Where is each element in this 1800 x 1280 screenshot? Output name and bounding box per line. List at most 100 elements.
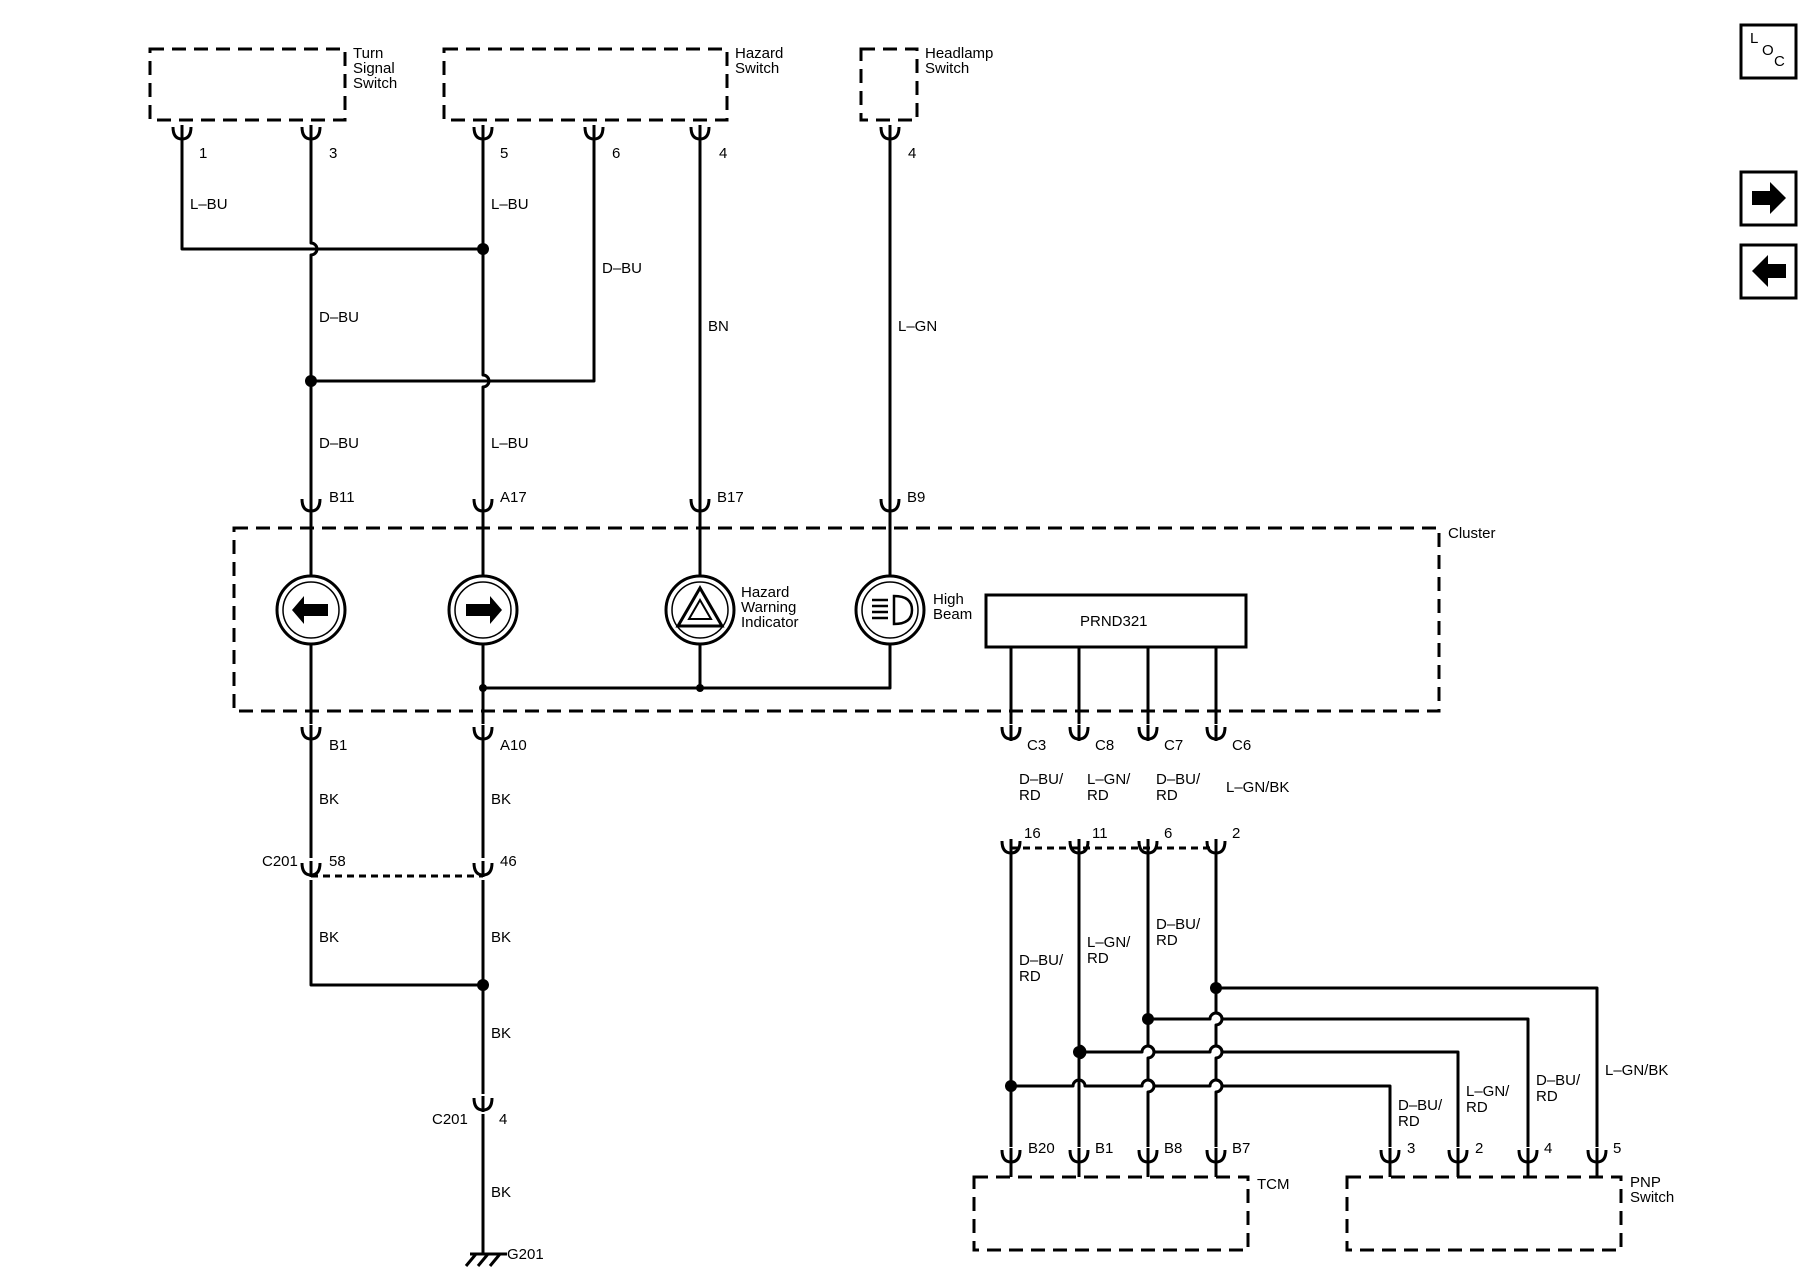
label-line: Indicator (741, 614, 799, 631)
wire-pnp5 (1216, 986, 1599, 1147)
pnp-switch-box (1345, 1175, 1623, 1252)
label-line: Headlamp (925, 45, 993, 62)
pnp-pin-stubs (1388, 1163, 1599, 1177)
left-arrow-icon (292, 596, 328, 624)
wire-int-common-gnd (483, 644, 892, 690)
pin-label: 4 (908, 145, 916, 162)
splice-6 (1142, 1013, 1154, 1025)
wire-color-label: D–BU/RD (1019, 952, 1064, 985)
hazard-triangle-icon (675, 585, 725, 628)
wire-pnp2 (1079, 1044, 1460, 1147)
label-line: High (933, 591, 964, 608)
wire-color-label: L–GN (898, 318, 937, 335)
prnd321-display (984, 593, 1248, 649)
wire-color-label: L–GN/RD (1087, 771, 1131, 804)
pin-label: C8 (1095, 737, 1114, 754)
label-line: RD (1087, 787, 1109, 804)
ground-label: G201 (507, 1246, 544, 1263)
right-turn-indicator (447, 574, 519, 646)
label-line: RD (1087, 950, 1109, 967)
pin-label: 2 (1475, 1140, 1483, 1157)
label-line: Hazard (735, 45, 783, 62)
pin-label: 11 (1092, 825, 1108, 842)
pin-label: 5 (500, 145, 508, 162)
label-line: D–BU/ (1156, 771, 1201, 788)
label-line: Switch (925, 60, 969, 77)
pin-label: A10 (500, 737, 527, 754)
wire-color-label: BN (708, 318, 729, 335)
pin-label: B8 (1164, 1140, 1182, 1157)
splice-11 (1073, 1046, 1085, 1058)
label-line: L–GN/ (1087, 934, 1131, 951)
label-line: Turn (353, 45, 383, 62)
wire-color-label: BK (491, 1184, 511, 1201)
label-line: PNP (1630, 1174, 1661, 1191)
forward-button[interactable] (1739, 170, 1798, 227)
back-arrow-icon (1752, 255, 1786, 287)
pin-label: B17 (717, 489, 744, 506)
pin-label: B9 (907, 489, 925, 506)
wire-color-label: L–GN/BK (1226, 779, 1289, 796)
cluster-label: Cluster (1448, 525, 1496, 542)
pin-label: 46 (500, 853, 517, 870)
pin-label: 58 (329, 853, 346, 870)
wire-color-label: BK (319, 791, 339, 808)
splice-int-700 (696, 684, 704, 692)
splice-bk (477, 979, 489, 991)
wire-lbu-hz5 (481, 140, 491, 498)
hazard-switch-box (442, 47, 729, 122)
wire-color-label: L–BU (491, 196, 529, 213)
splice-int-483 (479, 684, 487, 692)
pin-label: C6 (1232, 737, 1251, 754)
tcm-label: TCM (1257, 1176, 1290, 1193)
pin-label: B20 (1028, 1140, 1055, 1157)
wire-dbu-ts3 (309, 140, 319, 498)
forward-arrow-icon (1752, 182, 1786, 214)
wire-color-label: L–GN/RD (1087, 934, 1131, 967)
back-button[interactable] (1739, 243, 1798, 300)
pin-label: B1 (1095, 1140, 1113, 1157)
c201-connector-label: C201 (432, 1111, 468, 1128)
label-line: RD (1019, 787, 1041, 804)
label-line: RD (1536, 1088, 1558, 1105)
right-arrow-icon (466, 596, 502, 624)
label-line: RD (1156, 787, 1178, 804)
label-line: Signal (353, 60, 395, 77)
connector-terminals (171, 125, 1608, 1164)
wire-color-label: D–BU (319, 309, 359, 326)
wire-color-label: BK (319, 929, 339, 946)
pin-label: A17 (500, 489, 527, 506)
prnd321-label: PRND321 (1080, 613, 1148, 630)
pin-label: 4 (719, 145, 727, 162)
wire-color-label: BK (491, 791, 511, 808)
cluster-box (232, 526, 1441, 713)
pin-label: 6 (1164, 825, 1172, 842)
label-line: Warning (741, 599, 796, 616)
label-line: D–BU/ (1156, 916, 1201, 933)
splice-16 (1005, 1080, 1017, 1092)
label-line: L–GN/ (1087, 771, 1131, 788)
pin-label: 3 (1407, 1140, 1415, 1157)
label-line: RD (1466, 1099, 1488, 1116)
pin-label: 2 (1232, 825, 1240, 842)
wire-color-label: L–BU (491, 435, 529, 452)
headlamp-switch-box (859, 47, 919, 122)
tcm-box (972, 1175, 1250, 1252)
pin-label: 4 (499, 1111, 507, 1128)
hazard-warning-indicator (664, 574, 736, 646)
pin-label: C7 (1164, 737, 1183, 754)
pin-label: B7 (1232, 1140, 1250, 1157)
wire-color-label: D–BU/RD (1156, 916, 1201, 949)
wire-color-label: D–BU/RD (1019, 771, 1064, 804)
label-line: D–BU/ (1019, 771, 1064, 788)
splice-2 (1210, 982, 1222, 994)
pin-label: 1 (199, 145, 207, 162)
left-turn-indicator (275, 574, 347, 646)
loc-button[interactable]: L O C (1739, 23, 1798, 80)
label-line: Switch (353, 75, 397, 92)
